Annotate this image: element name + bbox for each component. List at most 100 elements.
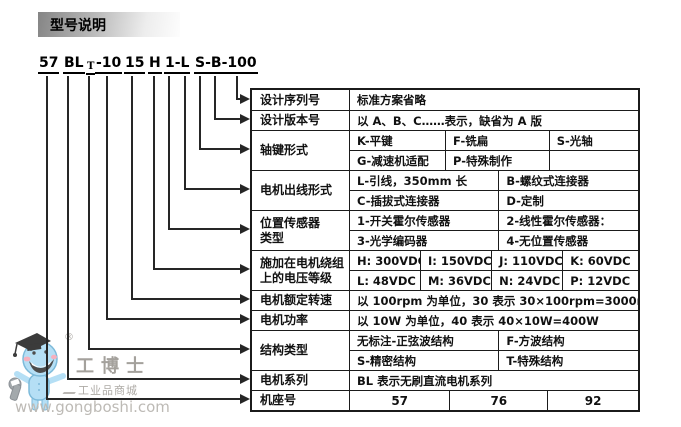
connector-line	[199, 76, 242, 150]
spec-subrow: L-引线，350mm 长 B-螺纹式连接器	[350, 171, 638, 190]
spec-cell: I: 150VDC	[419, 251, 491, 270]
connector-line	[106, 76, 242, 320]
row-label: 电机功率	[252, 311, 350, 330]
row-label: 位置传感器类型	[252, 211, 350, 250]
spec-cell: 以 A、B、C……表示，缺省为 A 版	[357, 113, 543, 128]
row-label-text: 电机功率	[260, 313, 309, 328]
connector-arrow-icon	[240, 294, 250, 304]
spec-cell: F-方波结构	[498, 331, 638, 350]
watermark: ® 工博士 工业品商城 www.gongboshi.com	[0, 326, 230, 427]
row-label: 电机出线形式	[252, 171, 350, 210]
spec-cell: BL 表示无刷直流电机系列	[357, 373, 493, 388]
spec-cell: 2-线性霍尔传感器：	[498, 211, 638, 230]
spec-cell: N: 24VDC	[491, 271, 562, 290]
spec-cell: F-铣扁	[445, 131, 549, 150]
connector-arrow-icon	[240, 114, 250, 124]
spec-subrow: 以 A、B、C……表示，缺省为 A 版	[350, 111, 638, 130]
connector-arrow-icon	[240, 344, 250, 354]
spec-cell: K-平键	[357, 133, 393, 148]
connector-line	[67, 76, 242, 380]
connector-line	[88, 76, 242, 350]
section-title-bar: 型号说明	[38, 12, 180, 37]
connector-line	[46, 76, 242, 400]
spec-cell: M: 36VDC	[419, 271, 491, 290]
page-title: 型号说明	[50, 17, 106, 34]
row-label: 电机系列	[252, 371, 350, 390]
connector-arrow-icon	[240, 374, 250, 384]
row-label: 设计版本号	[252, 111, 350, 130]
spec-subrow: 1-开关霍尔传感器 2-线性霍尔传感器：	[350, 211, 638, 230]
row-label: 机座号	[252, 391, 350, 410]
model-segment: -10	[95, 55, 123, 74]
spec-cell: H: 300VDC	[357, 253, 420, 268]
row-label-text: 电机额定转速	[260, 293, 333, 308]
connector-arrow-icon	[240, 394, 250, 404]
spec-cell: L-引线，350mm 长	[357, 173, 468, 188]
spec-subrow: 3-光学编码器 4-无位置传感器	[350, 230, 638, 250]
row-label-text: 轴键形式	[260, 143, 309, 158]
spec-cell: K: 60VDC	[562, 251, 638, 270]
connector-arrow-icon	[240, 184, 250, 194]
spec-cell: 76	[449, 391, 547, 410]
row-label-text: 结构类型	[260, 343, 309, 358]
spec-cell: 3-光学编码器	[357, 233, 428, 248]
spec-cell: G-减速机适配	[357, 153, 429, 168]
row-label-text: 上的电压等级	[260, 270, 333, 285]
spec-cell: L: 48VDC	[357, 273, 416, 288]
spec-cell: 1-开关霍尔传感器	[357, 213, 451, 228]
connector-arrow-icon	[240, 144, 250, 154]
row-label: 电机额定转速	[252, 291, 350, 310]
spec-subrow: G-减速机适配 P-特殊制作	[350, 150, 638, 170]
model-segment: T	[86, 61, 96, 75]
spec-row: 设计序列号 标准方案省略	[252, 90, 638, 110]
row-label-text: 设计版本号	[260, 113, 321, 128]
watermark-brand: 工博士	[76, 356, 151, 377]
spec-cell: S-精密结构	[357, 353, 417, 368]
row-label-text: 位置传感器	[260, 216, 321, 230]
spec-row: 位置传感器类型 1-开关霍尔传感器 2-线性霍尔传感器： 3-光学编码器 4-无位置传感…	[252, 210, 638, 250]
spec-row: 电机额定转速以 100rpm 为单位，30 表示 30×100rpm=3000r…	[252, 290, 638, 310]
spec-cell	[548, 151, 638, 170]
spec-row: 电机系列 BL 表示无刷直流电机系列	[252, 370, 638, 390]
model-segment: H	[148, 55, 162, 74]
spec-table: 设计序列号 标准方案省略设计版本号 以 A、B、C……表示，缺省为 A 版轴键形式 K…	[250, 88, 640, 412]
row-label: 轴键形式	[252, 131, 350, 170]
connector-line	[168, 76, 242, 230]
connector-line	[131, 76, 242, 300]
spec-subrow: 标准方案省略	[350, 90, 638, 110]
connector-line	[184, 76, 242, 190]
row-label-text: 电机出线形式	[260, 183, 333, 198]
spec-cell: 无标注-正弦波结构	[357, 333, 454, 348]
row-label-text: 施加在电机绕组	[260, 256, 345, 270]
row-label-text: 类型	[260, 230, 285, 245]
connector-line	[214, 76, 242, 120]
spec-subrow: BL 表示无刷直流电机系列	[350, 371, 638, 390]
spec-cell: P-特殊制作	[445, 151, 549, 170]
connector-arrow-icon	[240, 264, 250, 274]
spec-cell: P: 12VDC	[562, 271, 638, 290]
row-label-text: 设计序列号	[260, 92, 321, 107]
model-segment: 57	[38, 55, 60, 74]
row-label-text: 电机系列	[260, 373, 309, 388]
spec-cell: 4-无位置传感器	[498, 231, 638, 250]
connector-line	[236, 76, 242, 100]
model-segment: 1-L	[164, 55, 191, 74]
spec-cell: B-螺纹式连接器	[498, 171, 638, 190]
spec-cell: C-插拔式连接器	[357, 193, 440, 208]
spec-subrow: 无标注-正弦波结构 F-方波结构	[350, 331, 638, 350]
watermark-url: www.gongboshi.com	[15, 398, 170, 416]
spec-cell: 标准方案省略	[357, 93, 426, 107]
spec-row: 设计版本号 以 A、B、C……表示，缺省为 A 版	[252, 110, 638, 130]
connector-arrow-icon	[240, 94, 250, 104]
spec-row: 电机功率以 10W 为单位，40 表示 40×10W=400W	[252, 310, 638, 330]
